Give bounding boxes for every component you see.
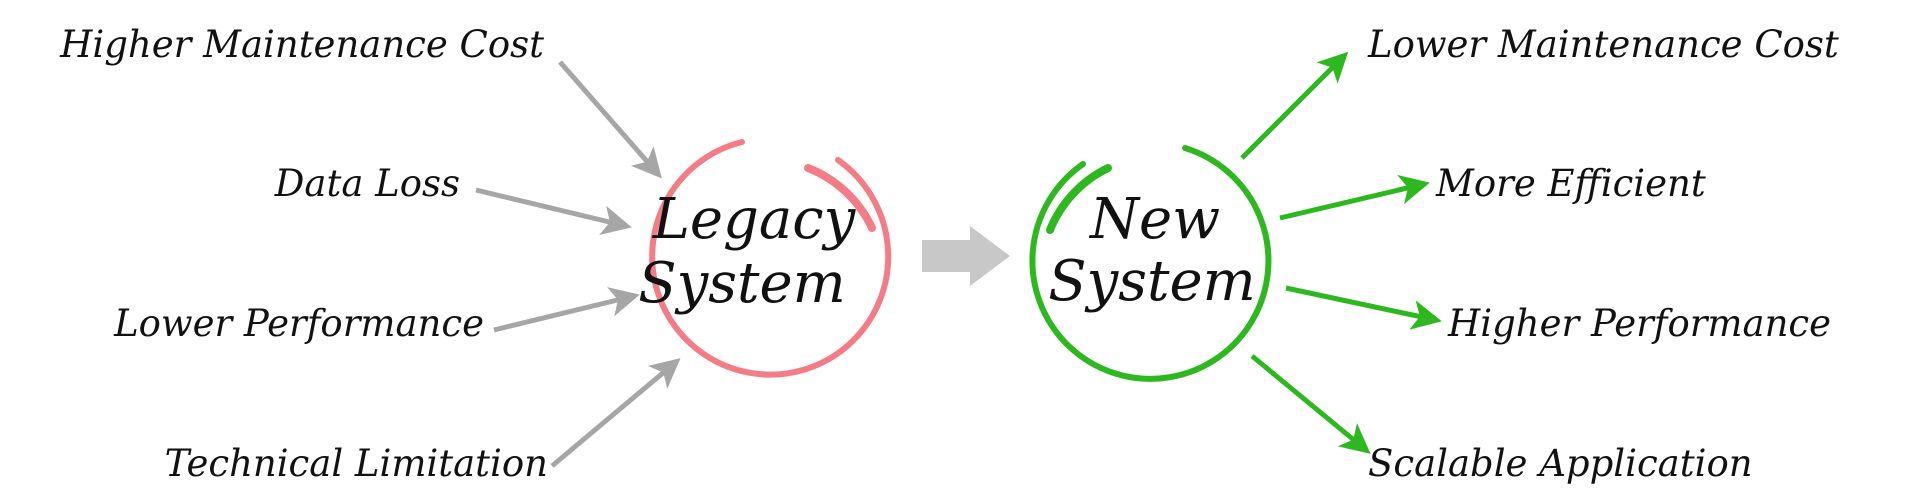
- arrow-higher-maintenance-cost: [558, 60, 662, 179]
- arrow-technical-limitation: [550, 358, 681, 468]
- legacy-item-label: Lower Performance: [113, 302, 484, 345]
- new-circle: [1029, 145, 1272, 382]
- legacy-title-line2: System: [638, 251, 845, 316]
- new-title-line2: System: [1048, 249, 1255, 314]
- arrow-lower-performance: [493, 287, 640, 333]
- arrow-higher-performance: [1285, 285, 1442, 330]
- legacy-item-label: Data Loss: [274, 162, 460, 205]
- new-item-label: More Efficient: [1435, 162, 1706, 205]
- legacy-circle-overlap: [804, 164, 876, 232]
- legacy-item-label: Higher Maintenance Cost: [59, 23, 544, 66]
- transition-arrow-icon: [922, 226, 1010, 286]
- new-system-node: New System: [1029, 145, 1272, 382]
- arrow-scalable-application: [1250, 354, 1371, 454]
- arrow-lower-maintenance-cost: [1240, 51, 1349, 160]
- new-circle-overlap: [1046, 164, 1112, 234]
- new-item-label: Higher Performance: [1447, 302, 1831, 345]
- legacy-system-node: Legacy System: [638, 139, 892, 378]
- legacy-title-line1: Legacy: [652, 187, 857, 252]
- new-item-label: Scalable Application: [1368, 442, 1753, 485]
- new-title-line1: New: [1088, 187, 1220, 252]
- new-item-label: Lower Maintenance Cost: [1367, 23, 1839, 66]
- legacy-item-label: Technical Limitation: [165, 442, 548, 485]
- arrow-more-efficient: [1279, 174, 1430, 221]
- legacy-circle: [649, 139, 892, 378]
- arrow-data-loss: [475, 187, 632, 235]
